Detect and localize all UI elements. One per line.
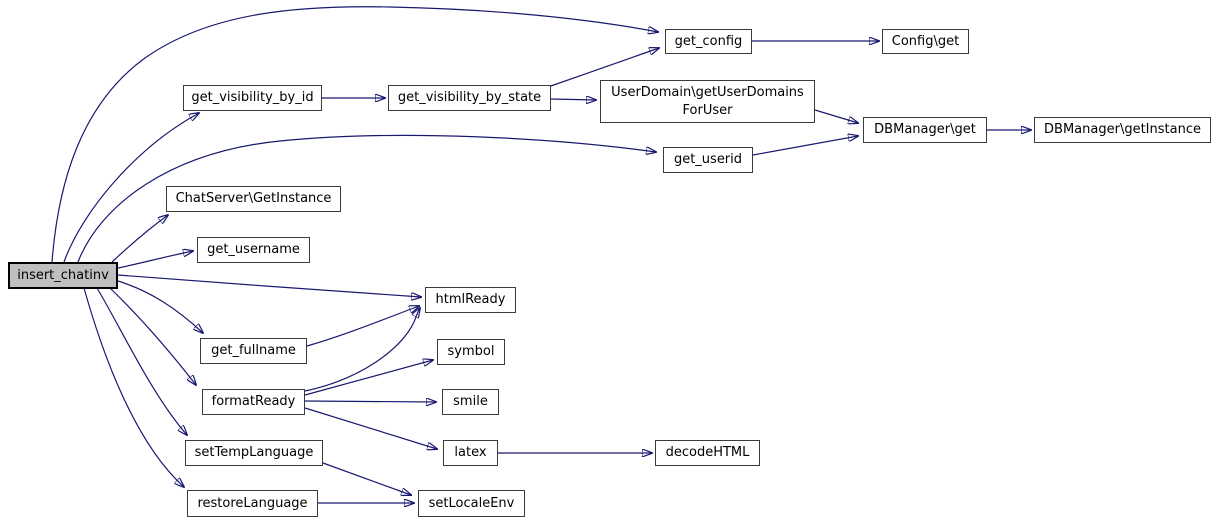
edge-insert_chatinv-to-get_visibility_by_id [63,113,199,263]
node-label: DBManager\getInstance [1044,122,1201,138]
edge-formatready-to-htmlready [304,308,420,392]
node-config-get[interactable]: Config\get [882,29,969,54]
node-get-visibility-by-state[interactable]: get_visibility_by_state [388,85,551,111]
node-latex[interactable]: latex [443,440,498,466]
edge-insert_chatinv-to-restorelanguage [83,287,184,487]
edge-insert_chatinv-to-formatready [109,287,196,385]
node-label: htmlReady [435,292,506,308]
node-label: get_username [207,242,300,258]
node-label: Config\get [891,33,960,49]
node-label: latex [454,445,487,461]
node-label-line1: UserDomain\getUserDomains [611,84,804,100]
node-htmlready[interactable]: htmlReady [425,287,516,313]
edge-insert_chatinv-to-chatserver_getinstance [111,215,168,263]
node-label: restoreLanguage [197,495,308,511]
node-label: symbol [447,344,495,360]
node-setlocaleenv[interactable]: setLocaleEnv [418,490,525,517]
node-label: DBManager\get [874,122,976,138]
node-label: get_fullname [211,343,296,359]
edge-get_visibility_by_state-to-userdomain_getuserdomainsforuser [550,99,596,100]
node-userdomain-getuserdomainsforuser[interactable]: UserDomain\getUserDomains ForUser [600,80,815,123]
edge-insert_chatinv-to-get_fullname [117,280,203,333]
node-label: setLocaleEnv [428,495,515,511]
node-restorelanguage[interactable]: restoreLanguage [187,490,318,517]
node-get-visibility-by-id[interactable]: get_visibility_by_id [183,85,322,111]
edge-settemplanguage-to-setlocaleenv [322,462,411,495]
edge-insert_chatinv-to-get_userid [77,134,656,263]
node-label: get_visibility_by_id [191,90,314,106]
node-get-config[interactable]: get_config [665,29,752,54]
node-label: insert_chatinv [17,267,109,283]
edge-insert_chatinv-to-settemplanguage [96,287,187,435]
edge-insert_chatinv-to-htmlready [117,274,421,297]
edge-formatready-to-latex [304,407,437,449]
node-label-line2: ForUser [682,102,733,118]
edge-insert_chatinv-to-get_username [117,251,193,269]
edge-get_fullname-to-htmlready [306,306,419,347]
node-symbol[interactable]: symbol [437,339,505,365]
node-decodehtml[interactable]: decodeHTML [655,440,760,466]
node-get-userid[interactable]: get_userid [663,147,753,173]
node-label: get_config [674,33,743,49]
node-chatserver-getinstance[interactable]: ChatServer\GetInstance [166,186,341,212]
node-smile[interactable]: smile [442,389,499,415]
node-label: setTempLanguage [194,445,314,461]
edge-get_visibility_by_state-to-get_config [547,48,659,88]
node-label: get_visibility_by_state [397,90,542,106]
node-dbmanager-get[interactable]: DBManager\get [863,117,987,143]
node-label: ChatServer\GetInstance [175,191,332,207]
node-dbmanager-getinstance[interactable]: DBManager\getInstance [1034,117,1211,143]
edge-get_userid-to-dbmanager_get [752,136,858,156]
node-formatready[interactable]: formatReady [202,389,305,415]
edge-formatready-to-smile [304,401,436,402]
node-label: formatReady [211,394,296,410]
edge-insert_chatinv-to-get_config [51,6,658,263]
node-label: get_userid [673,152,743,168]
node-get-fullname[interactable]: get_fullname [200,338,307,364]
node-label: smile [453,394,488,410]
node-label: decodeHTML [665,445,750,461]
node-get-username[interactable]: get_username [197,237,310,263]
node-insert-chatinv: insert_chatinv [8,262,118,289]
edge-userdomain_getuserdomainsforuser-to-dbmanager_get [814,109,858,123]
node-settemplanguage[interactable]: setTempLanguage [185,440,323,466]
edge-formatready-to-symbol [304,360,433,396]
